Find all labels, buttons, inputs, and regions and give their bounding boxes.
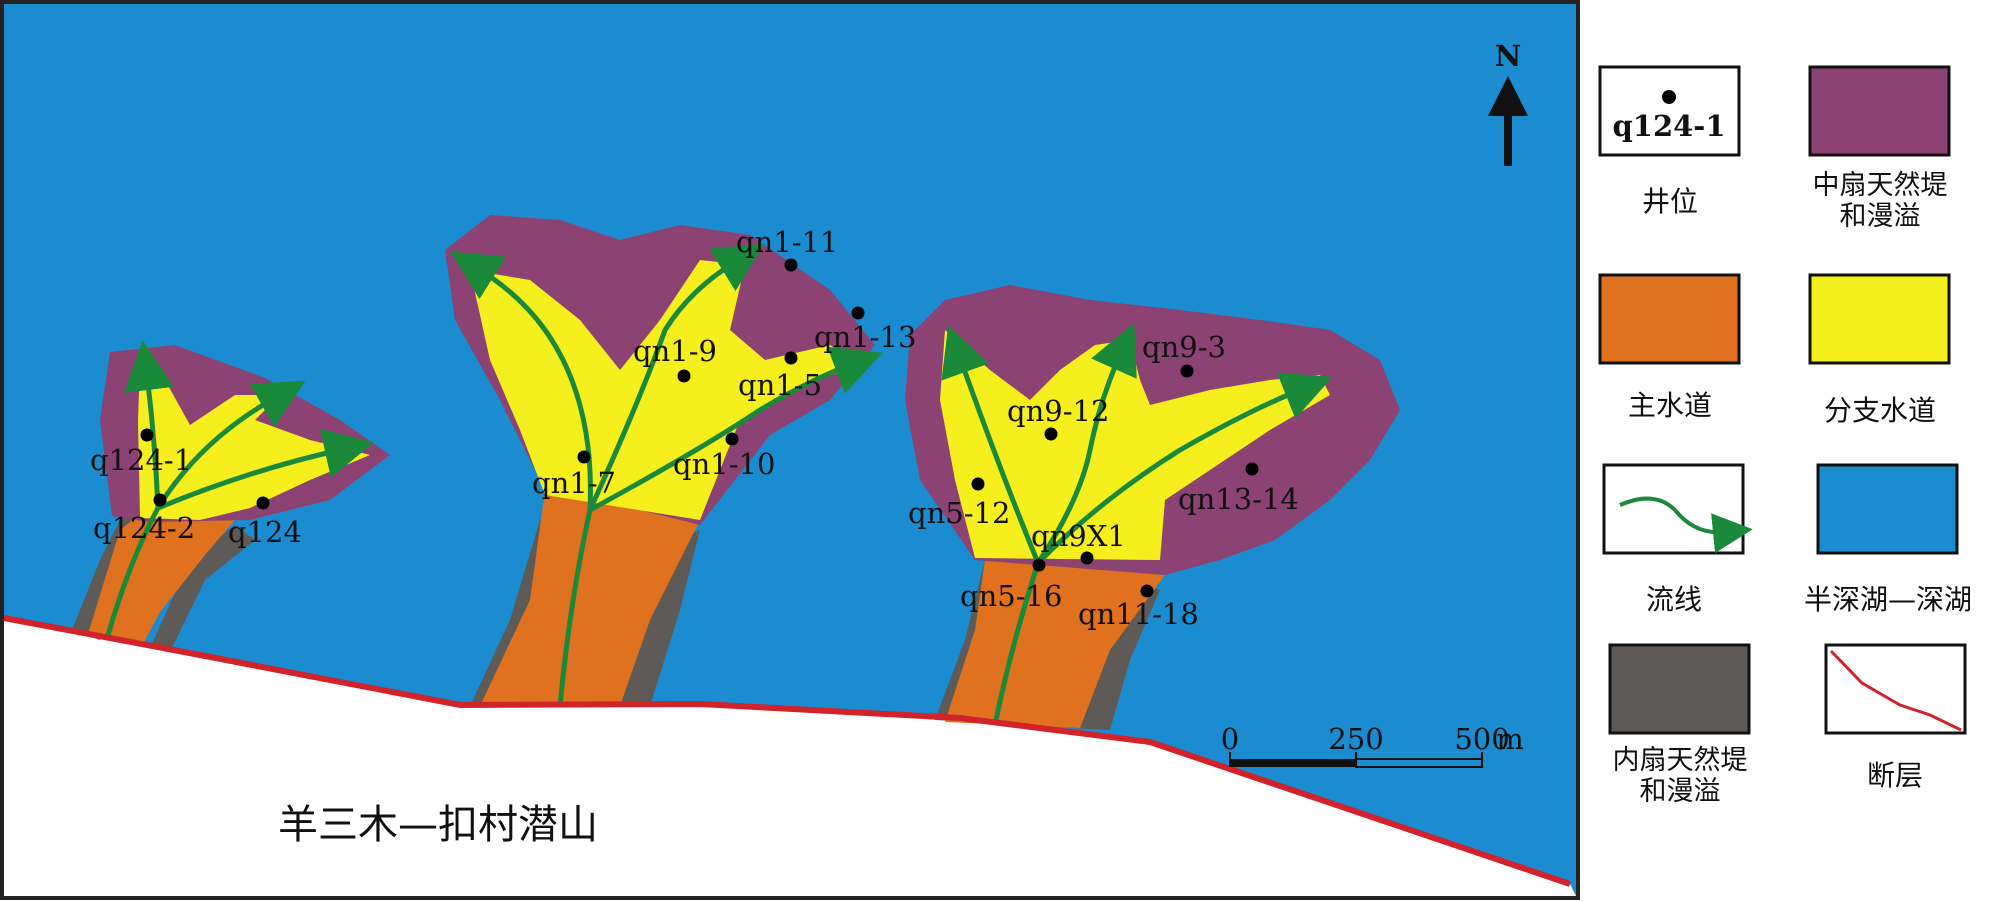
branch-channel [940,330,1330,560]
wells: q124-1 q124-2 q124 qn1-11 qn1-13 qn1-9 q… [90,225,1299,631]
legend-label: 断层 [1867,759,1923,792]
legend-label: 中扇天然堤和漫溢 [1812,170,1948,232]
main-channel [945,560,1165,728]
well-point [725,432,739,446]
well-label: qn13-14 [1178,482,1299,516]
legend-streamline-icon [1619,496,1753,554]
well-point [1032,558,1046,572]
well-point [971,477,985,491]
well-label: qn1-5 [738,368,822,402]
legend-swatch-middle-fan [1808,65,1951,157]
legend-label: 主水道 [1628,389,1712,422]
north-arrow: N [1488,39,1528,166]
well-label: qn1-7 [532,466,616,500]
legend-swatch-well [1598,65,1741,157]
legend-swatch-inner-fan [1608,643,1751,735]
main-channel [88,498,245,646]
fan-left [72,340,390,652]
legend-fault-icon [1829,649,1962,732]
well-point [784,351,798,365]
scale-tick: 500 [1454,722,1509,756]
well-point [577,450,591,464]
fault-line [3,615,1571,887]
legend-label: 半深湖—深湖 [1804,583,1972,616]
well-point [851,306,865,320]
legend-label: 流线 [1646,583,1702,616]
streamline [992,562,1041,726]
well-point [1140,584,1154,598]
legend-swatch-fault [1824,643,1967,735]
streamline [155,380,306,510]
legend-well-dot [1662,90,1676,104]
legend-label: 井位 [1642,185,1698,218]
streamline [105,506,161,636]
well-point [1080,551,1094,565]
streamline [124,340,174,509]
fan-middle [445,215,883,707]
scale-bar-solid [1230,759,1356,767]
legend-swatch-deep-lake [1816,463,1959,555]
legend-label: 内扇天然堤和漫溢 [1612,745,1748,807]
legend-swatch-main-channel [1598,273,1741,365]
map-frame [0,0,1580,900]
well-point [784,258,798,272]
inner-levee [150,525,255,652]
well-label: qn11-18 [1078,597,1199,631]
streamline [941,325,1041,564]
well-point [1180,364,1194,378]
well-label: qn1-10 [673,447,775,481]
scale-tick: 0 [1221,722,1239,756]
streamline [157,428,375,511]
well-label: q124-2 [93,511,195,545]
well-point [256,496,270,510]
well-label: qn1-9 [633,334,717,368]
well-point [1245,462,1259,476]
well-label: qn5-12 [908,496,1010,530]
well-label: qn1-11 [736,225,838,259]
well-point [153,493,167,507]
well-point [140,428,154,442]
streamline [1036,372,1333,565]
streamline [1035,323,1137,565]
well-point [677,369,691,383]
legend: q124-1 井位 中扇天然堤和漫溢 主水道 分支水道 流线 半深湖—深湖 内扇… [1598,65,1972,807]
well-label: qn9-12 [1007,394,1109,428]
legend-well-sample: q124-1 [1612,109,1725,143]
legend-label: 分支水道 [1824,394,1936,427]
buried-hill-area [4,618,1576,896]
scale-unit: m [1496,722,1524,756]
scale-tick: 250 [1328,722,1383,756]
main-channel [480,490,700,706]
scale-bar: 0 250 500 m [1221,722,1524,768]
well-label: qn9X1 [1031,519,1126,553]
north-label: N [1495,39,1522,73]
well-point [1044,427,1058,441]
fan-right [905,285,1400,730]
north-arrow-icon [1488,76,1528,166]
well-label: qn5-16 [960,579,1062,613]
buried-hill-label: 羊三木—扣村潜山 [278,802,598,848]
well-label: q124 [228,515,302,549]
streamline [557,509,593,707]
well-label: q124-1 [90,443,192,477]
streamline [588,346,883,513]
legend-swatch-branch-channel [1808,273,1951,365]
streamline [587,243,765,512]
well-label: qn9-3 [1142,330,1226,364]
well-label: qn1-13 [814,320,916,354]
branch-channel [470,260,860,520]
branch-channel [138,365,370,520]
